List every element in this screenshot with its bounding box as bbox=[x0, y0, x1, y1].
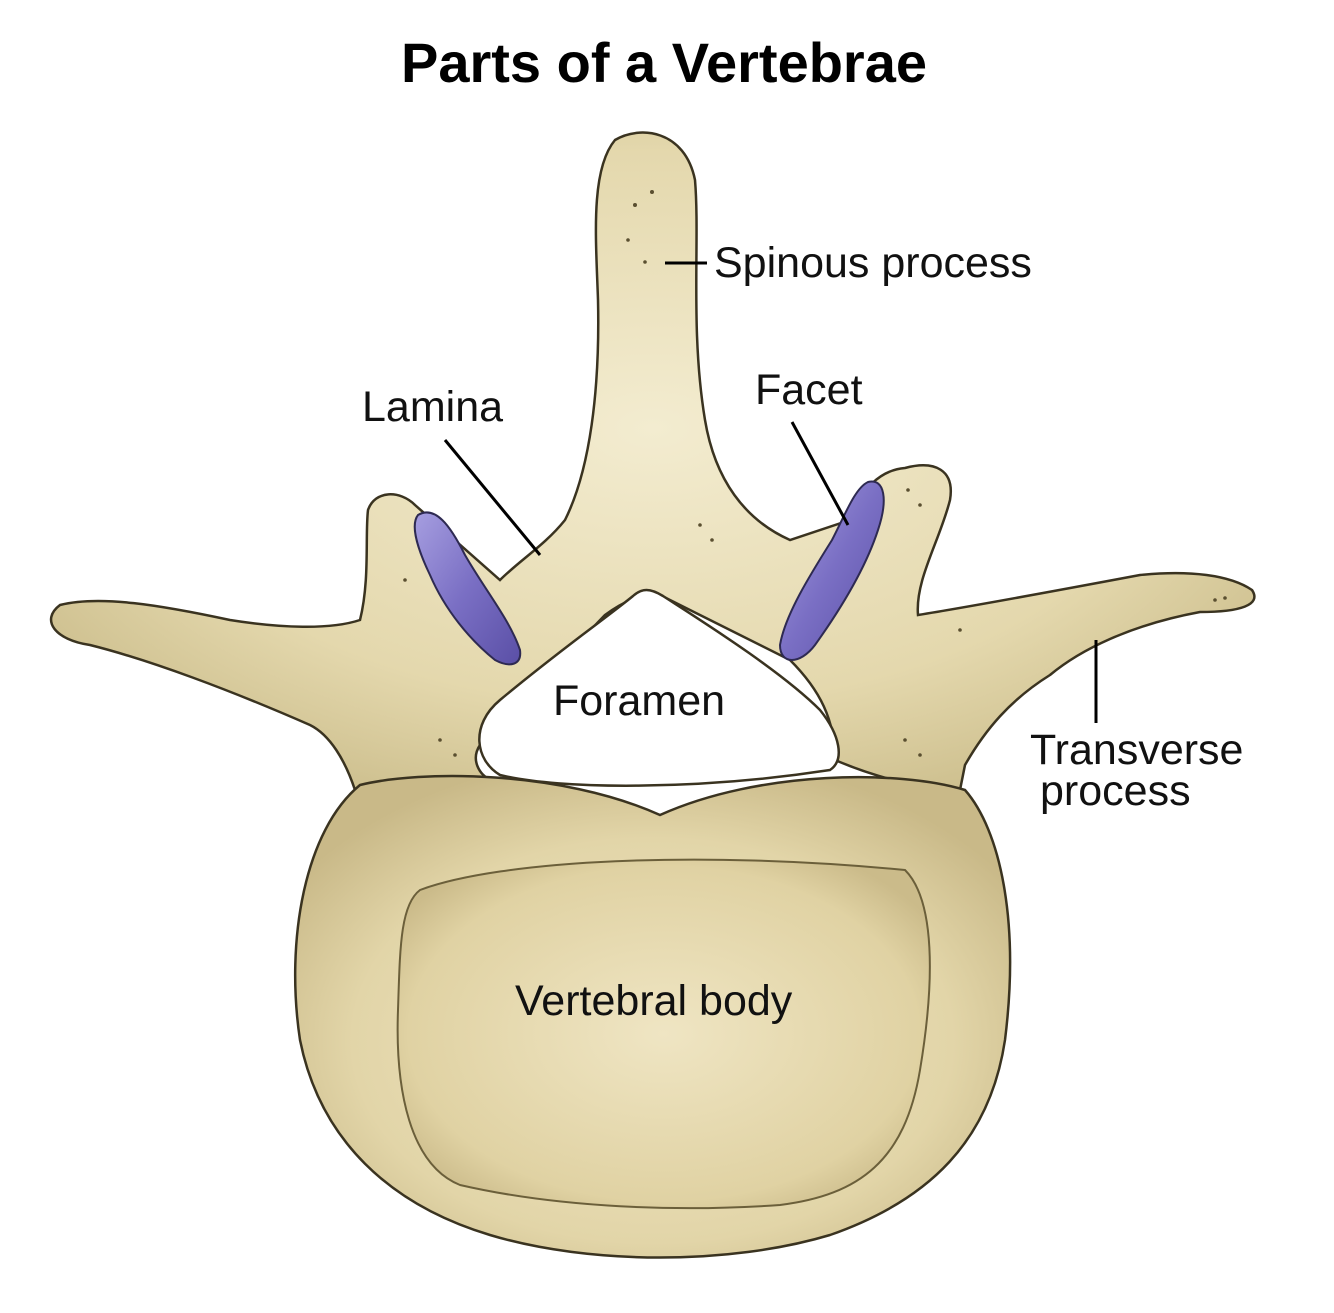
foramen-hole bbox=[478, 588, 840, 787]
right-facet bbox=[778, 480, 885, 661]
label-spinous-process: Spinous process bbox=[714, 239, 1032, 287]
lamina-leader bbox=[443, 439, 542, 556]
page-title: Parts of a Vertebrae bbox=[401, 31, 927, 94]
left-facet bbox=[413, 511, 522, 666]
vertebral-endplate bbox=[396, 858, 931, 1210]
facet-leader bbox=[790, 421, 850, 526]
label-foramen: Foramen bbox=[553, 677, 725, 725]
label-lamina: Lamina bbox=[362, 383, 503, 431]
label-transverse-line1: Transverse bbox=[1030, 726, 1243, 774]
label-facet: Facet bbox=[755, 366, 863, 414]
label-transverse-line2: process bbox=[1040, 767, 1191, 815]
leader-lines bbox=[443, 261, 1098, 723]
bone-texture bbox=[403, 190, 1227, 757]
label-vertebral-body: Vertebral body bbox=[515, 977, 793, 1025]
vertebra-illustration bbox=[49, 131, 1256, 1259]
